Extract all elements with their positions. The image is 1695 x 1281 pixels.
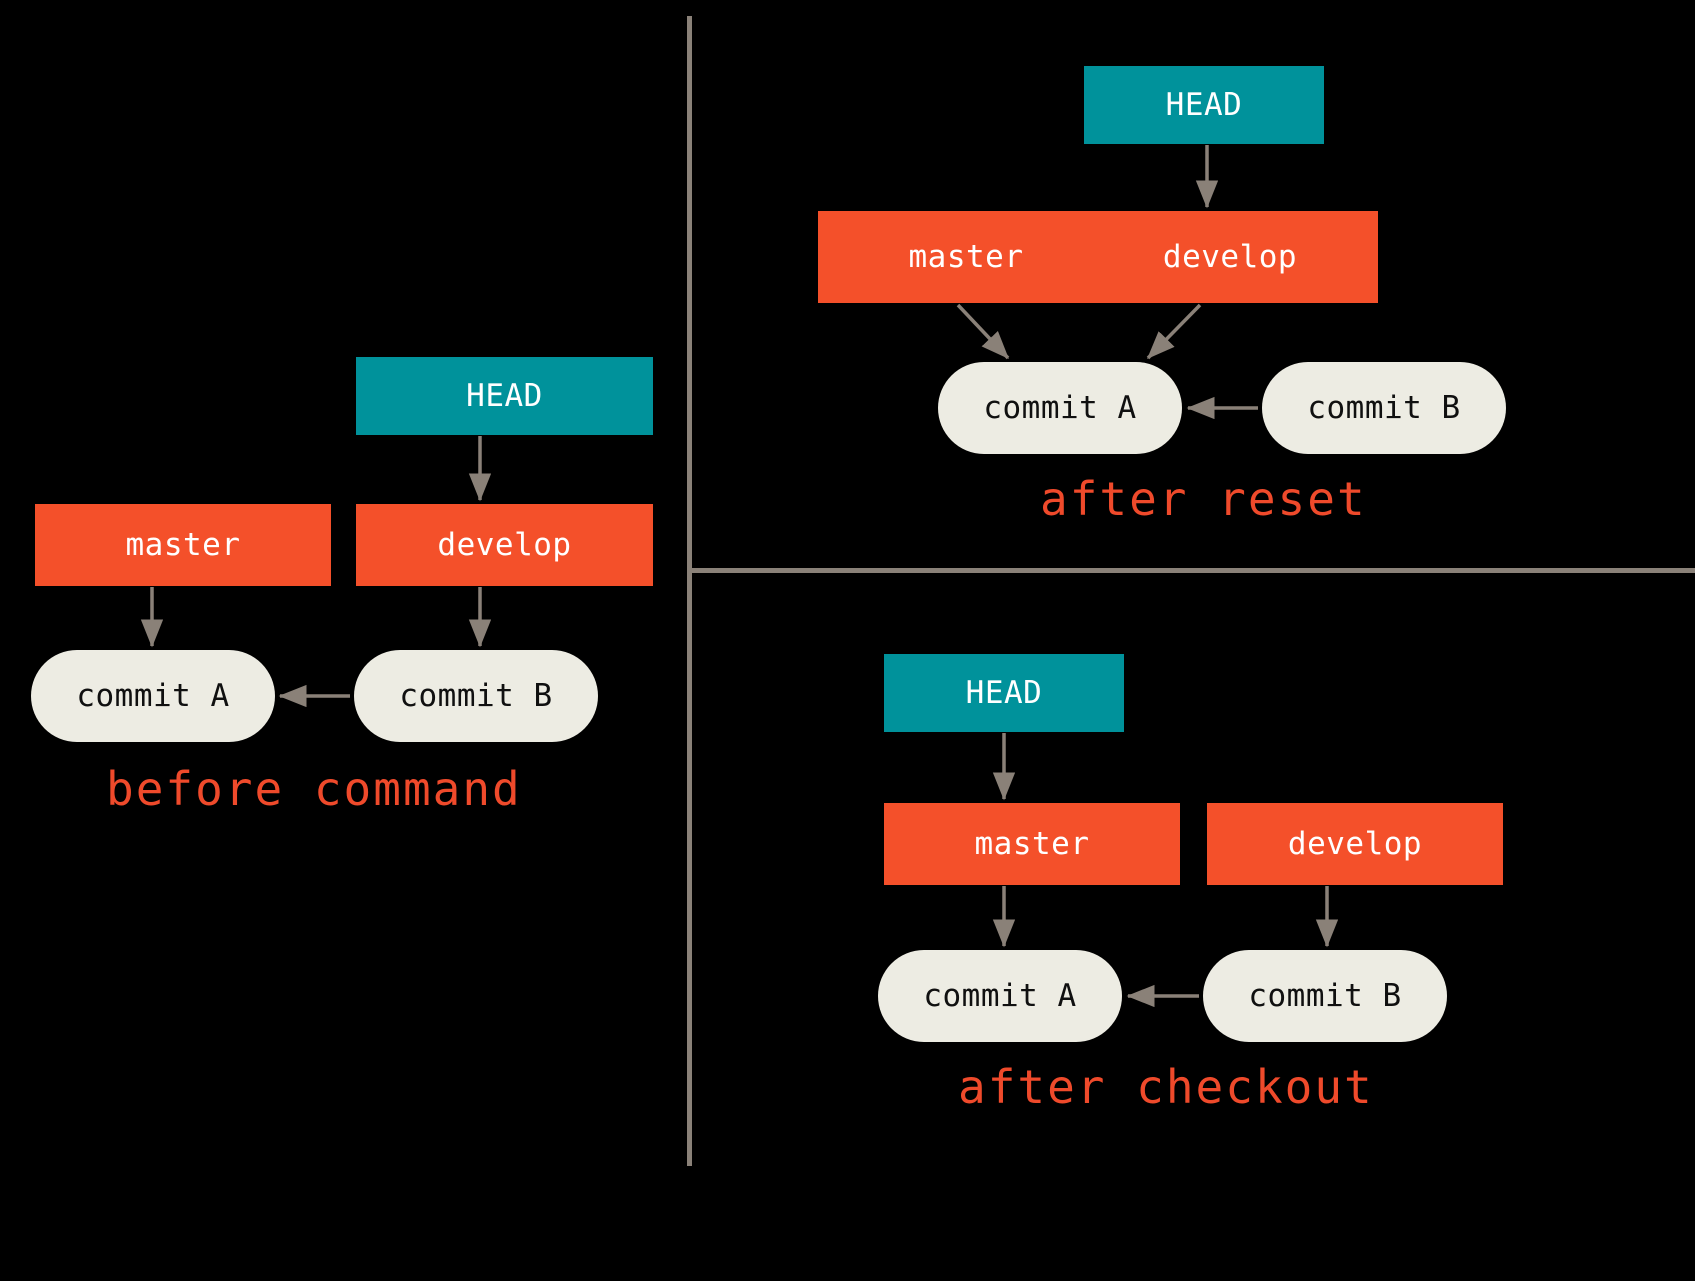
reset-commit-b-label: commit B [1307, 390, 1461, 426]
before-develop-label: develop [437, 527, 572, 563]
checkout-commit-a-node: commit A [878, 950, 1122, 1042]
before-head-node: HEAD [356, 357, 653, 435]
reset-master-label: master [908, 239, 1024, 275]
before-master-label: master [125, 527, 241, 563]
checkout-develop-label: develop [1287, 826, 1423, 862]
before-head-label: HEAD [466, 378, 543, 414]
before-master-node: master [35, 504, 331, 586]
arrow-reset-develop-to-commit-a [1146, 303, 1202, 360]
reset-branch-node: master develop [818, 211, 1378, 303]
checkout-develop-node: develop [1207, 803, 1503, 885]
before-command-caption: before command [106, 762, 522, 816]
before-develop-node: develop [356, 504, 653, 586]
checkout-commit-b-node: commit B [1203, 950, 1447, 1042]
before-commit-b-node: commit B [354, 650, 598, 742]
checkout-commit-b-label: commit B [1248, 978, 1402, 1014]
reset-commit-a-node: commit A [938, 362, 1182, 454]
before-commit-a-label: commit A [76, 678, 230, 714]
after-reset-caption: after reset [1040, 472, 1367, 526]
checkout-head-label: HEAD [965, 675, 1043, 711]
arrow-reset-master-to-commit-a [956, 303, 1010, 360]
vertical-divider [687, 16, 692, 1166]
reset-head-label: HEAD [1165, 87, 1243, 123]
horizontal-divider [692, 568, 1695, 573]
checkout-master-label: master [974, 826, 1090, 862]
after-checkout-caption: after checkout [958, 1060, 1374, 1114]
reset-commit-a-label: commit A [983, 390, 1137, 426]
reset-master-label-slot: master [818, 211, 1114, 303]
before-commit-b-label: commit B [399, 678, 553, 714]
checkout-master-node: master [884, 803, 1180, 885]
reset-head-node: HEAD [1084, 66, 1324, 144]
reset-develop-label: develop [1162, 239, 1298, 275]
reset-commit-b-node: commit B [1262, 362, 1506, 454]
checkout-head-node: HEAD [884, 654, 1124, 732]
reset-develop-label-slot: develop [1082, 211, 1378, 303]
before-commit-a-node: commit A [31, 650, 275, 742]
checkout-commit-a-label: commit A [923, 978, 1077, 1014]
